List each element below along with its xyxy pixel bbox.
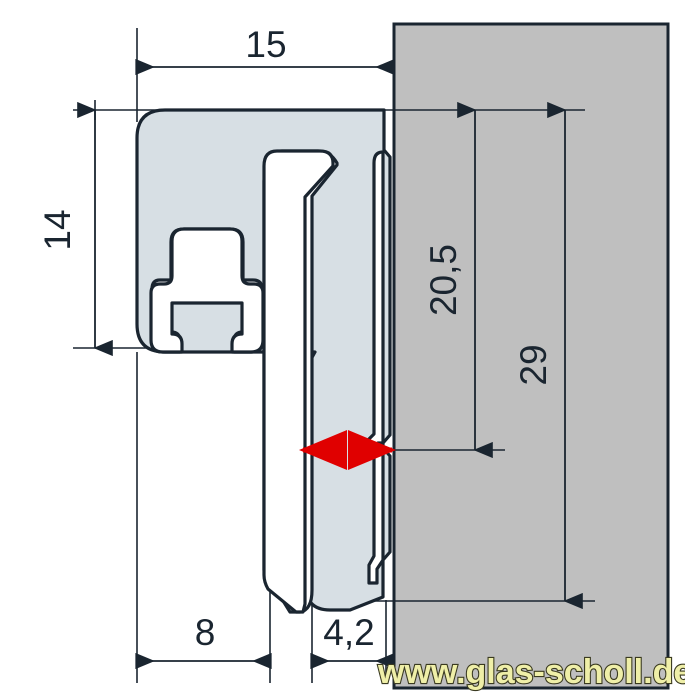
dim-label-8: 8 bbox=[195, 612, 216, 653]
glass-panel bbox=[392, 22, 670, 690]
dim-label-4-2: 4,2 bbox=[323, 612, 374, 653]
dimension-8: 8 bbox=[135, 612, 272, 670]
dimension-15: 15 bbox=[135, 24, 395, 76]
dimension-20-5: 20,5 bbox=[423, 101, 493, 459]
dimension-29: 29 bbox=[513, 101, 583, 610]
watermark-label: www.glas-scholl.de bbox=[377, 653, 685, 691]
dimension-14: 14 bbox=[37, 101, 113, 357]
dim-label-15: 15 bbox=[245, 24, 286, 65]
dimension-4-2: 4,2 bbox=[310, 612, 395, 670]
dim-label-14: 14 bbox=[37, 209, 78, 250]
profile-t-slot-shape bbox=[149, 227, 265, 354]
dim-label-29: 29 bbox=[513, 344, 554, 385]
profile-inner-channel-shape bbox=[262, 149, 335, 614]
aluminium-profile bbox=[135, 108, 392, 614]
dim-label-20-5: 20,5 bbox=[423, 244, 464, 316]
glass-panel-body bbox=[392, 22, 670, 690]
